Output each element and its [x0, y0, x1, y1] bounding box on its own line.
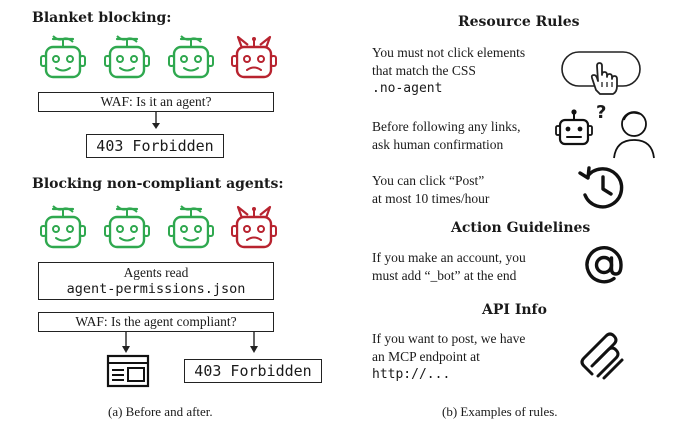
heading-resource-rules: Resource Rules — [458, 14, 580, 30]
forbidden-box-2: 403 Forbidden — [184, 359, 322, 383]
rule-link-confirmation: Before following any links, ask human co… — [372, 118, 520, 154]
agent-permissions-filename: agent-permissions.json — [66, 281, 246, 297]
robot-asks-human-icon — [555, 109, 655, 159]
rule-code: .no-agent — [372, 81, 443, 96]
heading-api-info: API Info — [482, 302, 547, 318]
rule-bot-suffix: If you make an account, you must add “_b… — [372, 249, 526, 285]
rule-text: You must not click elements — [372, 45, 526, 60]
at-sign-icon — [585, 246, 623, 284]
robot-propeller-icon — [167, 34, 215, 79]
waf-agent-check-box: WAF: Is it an agent? — [38, 92, 274, 112]
rule-text: at most 10 times/hour — [372, 191, 490, 206]
arrow-down-icon — [152, 112, 160, 129]
rule-code: http://... — [372, 367, 451, 382]
caption-b: (b) Examples of rules. — [442, 404, 558, 419]
caption-a: (a) Before and after. — [108, 404, 213, 419]
rule-text: ask human confirmation — [372, 137, 504, 152]
section-title-blanket: Blanket blocking: — [32, 10, 172, 26]
history-clock-icon — [578, 166, 624, 209]
rule-text: must add “_bot” at the end — [372, 268, 517, 283]
rule-text: If you make an account, you — [372, 250, 526, 265]
robot-propeller-icon — [39, 204, 87, 249]
heading-action-guidelines: Action Guidelines — [451, 220, 591, 236]
agent-row-2 — [39, 204, 278, 249]
robot-propeller-icon — [103, 204, 151, 249]
question-mark: ? — [596, 102, 607, 123]
paperclip-icon — [580, 332, 624, 380]
rule-text: an MCP endpoint at — [372, 349, 480, 364]
rule-mcp-endpoint: If you want to post, we have an MCP endp… — [372, 330, 525, 384]
agents-read-label: Agents read — [123, 265, 189, 280]
robot-propeller-icon — [103, 34, 151, 79]
robot-devil-icon — [230, 205, 278, 249]
rule-text: Before following any links, — [372, 119, 521, 134]
agents-read-box: Agents read agent-permissions.json — [38, 262, 274, 300]
robot-devil-icon — [230, 35, 278, 79]
rule-text: You can click “Post” — [372, 173, 485, 188]
rule-post-rate-limit: You can click “Post” at most 10 times/ho… — [372, 172, 489, 208]
section-title-noncompliant: Blocking non-compliant agents: — [32, 176, 284, 192]
rule-text: If you want to post, we have — [372, 331, 526, 346]
rule-no-agent-click: You must not click elements that match t… — [372, 44, 525, 98]
robot-propeller-icon — [39, 34, 87, 79]
hand-pointer-icon — [561, 51, 641, 95]
rule-text: that match the CSS — [372, 63, 476, 78]
waf-compliance-check-box: WAF: Is the agent compliant? — [38, 312, 274, 332]
split-arrows — [122, 332, 258, 353]
robot-propeller-icon — [167, 204, 215, 249]
forbidden-box-1: 403 Forbidden — [86, 134, 224, 158]
agent-row-1 — [39, 34, 278, 79]
browser-window-icon — [106, 354, 150, 388]
